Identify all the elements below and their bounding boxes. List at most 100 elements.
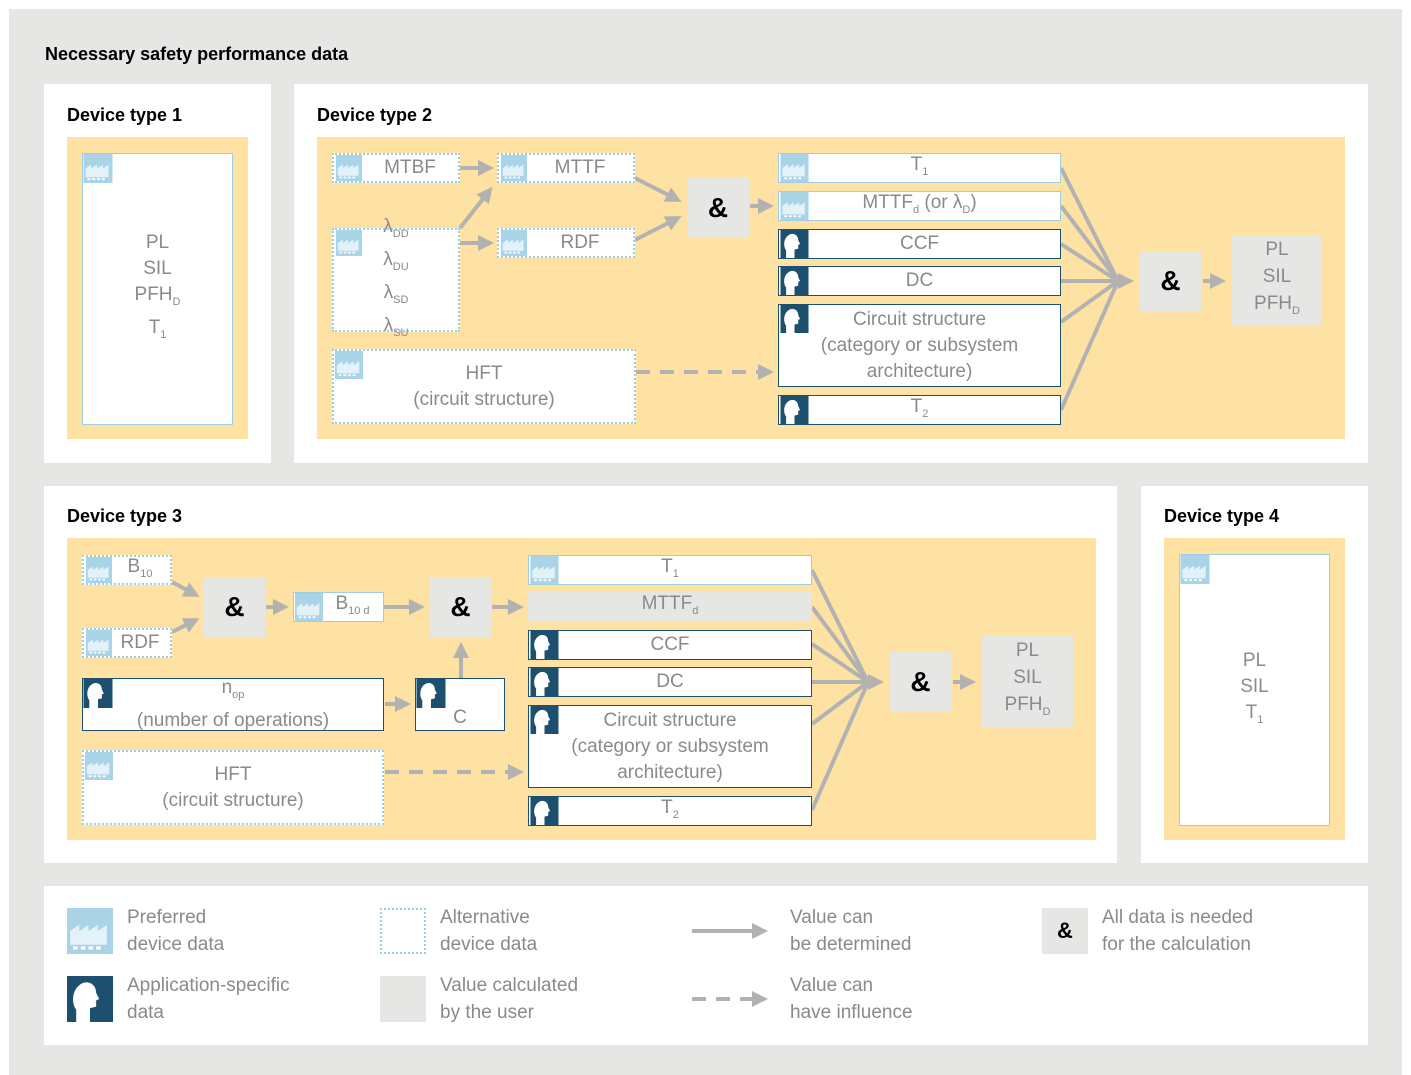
device-type-1-title: Device type 1 <box>67 105 183 125</box>
t2-label-3: T2 <box>661 796 679 821</box>
device-type-3-title: Device type 3 <box>67 506 183 526</box>
factory-icon <box>499 230 529 256</box>
hft-label-3: HFT <box>214 763 252 785</box>
b10-box: B10 <box>82 555 172 585</box>
dt4-output-t1: T1 <box>1245 701 1264 726</box>
ccf-box-3: CCF <box>528 630 812 660</box>
rdf-label-3: RDF <box>120 632 160 653</box>
t1-label-3: T1 <box>661 555 679 580</box>
head-profile-icon <box>779 396 810 424</box>
circuit-line-3: architecture) <box>866 360 973 382</box>
lambda-su: λSU <box>383 314 409 339</box>
legend-alternative-swatch <box>380 908 426 954</box>
factory-icon <box>84 557 114 583</box>
factory-icon <box>529 556 560 584</box>
nop-desc: (number of operations) <box>136 709 330 731</box>
dt3-result-pl: PL <box>1015 640 1040 662</box>
circuit3-line-1: Circuit structure <box>603 709 737 731</box>
t2-box: T2 <box>778 395 1061 425</box>
b10d-box: B10 d <box>293 592 384 622</box>
and-gate-4: & <box>430 577 491 637</box>
hft-desc: (circuit structure) <box>413 388 555 410</box>
head-profile-icon <box>529 668 560 696</box>
factory-icon <box>779 154 810 182</box>
head-profile-icon <box>416 679 446 708</box>
t1-box: T1 <box>778 153 1061 183</box>
b10-label: B10 <box>127 555 153 580</box>
factory-icon <box>779 192 810 220</box>
ccf-label-3: CCF <box>650 634 690 655</box>
head-profile-icon <box>83 679 113 708</box>
dc-label-3: DC <box>656 671 684 692</box>
dc-box: DC <box>778 266 1061 296</box>
head-profile-icon <box>529 631 560 659</box>
rdf-box-3: RDF <box>82 628 172 658</box>
lambda-dd: λDD <box>383 216 409 241</box>
dt1-output-pfh: PFHD <box>134 284 181 308</box>
circuit-line-2: (category or subsystem <box>820 334 1019 356</box>
t2-box-3: T2 <box>528 796 812 826</box>
arrow-mttf-amp <box>634 176 682 202</box>
device-type-2-title: Device type 2 <box>317 105 433 125</box>
hft-box: HFT (circuit structure) <box>332 349 636 424</box>
nop-box: nop (number of operations) <box>82 677 384 731</box>
and-gate-2: & <box>1140 251 1201 311</box>
mttfd-label: MTTFd (or λD) <box>862 191 977 216</box>
page-title: Necessary safety performance data <box>45 44 349 64</box>
dt2-result-sil: SIL <box>1262 265 1292 287</box>
factory-icon <box>334 230 364 256</box>
c-box: C <box>415 678 505 731</box>
dc-box-3: DC <box>528 667 812 697</box>
legend-factory-icon <box>67 908 113 954</box>
legend-panel <box>44 886 1368 1045</box>
lambda-box: λDD λDU λSD λSU <box>332 216 460 339</box>
head-profile-icon <box>779 230 810 258</box>
t1-label: T1 <box>910 153 929 178</box>
circuit-line-1: Circuit structure <box>852 308 987 330</box>
lambda-du: λDU <box>383 249 409 273</box>
mtbf-box: MTBF <box>332 153 460 183</box>
c-label: C <box>453 706 467 728</box>
dc-label: DC <box>905 270 934 291</box>
head-profile-icon <box>529 706 560 734</box>
circuit3-line-3: architecture) <box>617 761 723 783</box>
mttf-label: MTTF <box>554 157 606 178</box>
mttfd-box: MTTFd (or λD) <box>778 191 1061 221</box>
ccf-box: CCF <box>778 229 1061 259</box>
dt4-output-pl: PL <box>1242 649 1267 671</box>
factory-icon <box>499 155 529 181</box>
hft-desc-3: (circuit structure) <box>162 789 304 811</box>
ccf-label: CCF <box>899 233 940 254</box>
mtbf-label: MTBF <box>384 157 436 178</box>
device-type-1-box: PL SIL PFHD T1 <box>82 153 233 425</box>
head-profile-icon <box>779 267 810 295</box>
factory-icon <box>294 593 324 621</box>
dt2-result-box: PL SIL PFHD <box>1232 235 1322 325</box>
dt1-output-pl: PL <box>145 232 170 254</box>
dt3-result-pfh: PFHD <box>1004 694 1051 718</box>
mttfd-box-3: MTTFd <box>528 592 812 622</box>
dt1-output-sil: SIL <box>143 258 172 280</box>
circuit-structure-box: Circuit structure (category or subsystem… <box>778 304 1061 387</box>
head-profile-icon <box>529 797 560 825</box>
rdf-label: RDF <box>560 232 600 253</box>
factory-icon <box>84 752 114 780</box>
mttf-box: MTTF <box>497 153 635 183</box>
circuit3-line-2: (category or subsystem <box>571 735 769 757</box>
dt3-result-box: PL SIL PFHD <box>982 636 1073 727</box>
and-gate-1: & <box>687 178 749 238</box>
arrow-rdf-amp <box>634 216 682 242</box>
dt4-output-sil: SIL <box>1240 675 1269 697</box>
factory-icon <box>83 154 113 183</box>
factory-icon <box>84 630 114 656</box>
device-type-4-box: PL SIL T1 <box>1179 554 1330 826</box>
legend-head-icon <box>67 976 113 1022</box>
head-profile-icon <box>779 305 810 333</box>
factory-icon <box>334 351 364 379</box>
b10d-label: B10 d <box>335 592 370 617</box>
